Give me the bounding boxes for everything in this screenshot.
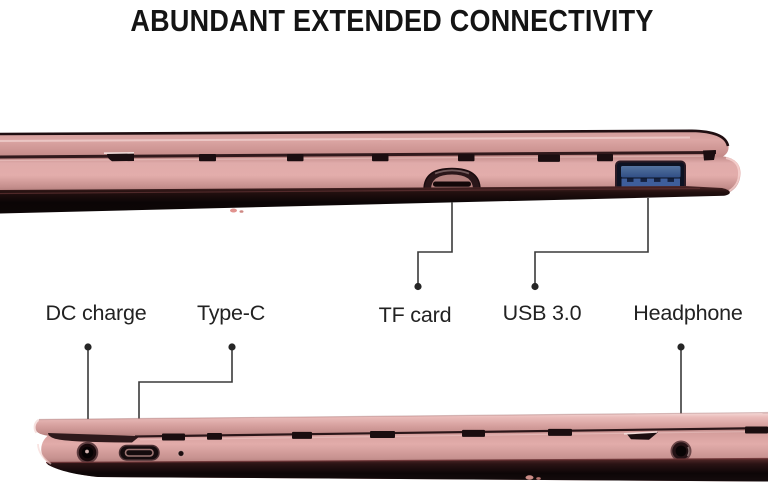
type-c-callout-dot xyxy=(228,343,236,351)
usb-3-port xyxy=(615,160,686,193)
headphone-jack xyxy=(670,440,692,462)
page-title: ABUNDANT EXTENDED CONNECTIVITY xyxy=(130,3,654,38)
headphone-callout-dot xyxy=(677,343,685,351)
type-c-port xyxy=(118,444,160,461)
type-c-callout-line xyxy=(138,350,233,445)
usb-callout-dot xyxy=(531,282,539,291)
top-vent-slots xyxy=(103,150,716,162)
label-headphone: Headphone xyxy=(633,301,743,325)
tf-card-callout-line xyxy=(417,202,453,284)
label-type-c: Type-C xyxy=(196,301,266,325)
tf-card-slot xyxy=(423,167,481,191)
label-tf-card: TF card xyxy=(378,303,452,327)
reset-pinhole xyxy=(177,450,185,457)
top-laptop-edge xyxy=(0,129,741,214)
label-usb-3-0: USB 3.0 xyxy=(502,301,582,325)
bottom-vent-slots xyxy=(162,426,768,441)
label-dc-charge: DC charge xyxy=(45,301,147,325)
usb-callout-line xyxy=(534,198,649,284)
bottom-laptop-edge xyxy=(33,411,768,482)
tf-card-callout-dot xyxy=(414,282,422,291)
dc-charge-callout-dot xyxy=(84,343,92,351)
dc-charge-port xyxy=(76,441,99,464)
